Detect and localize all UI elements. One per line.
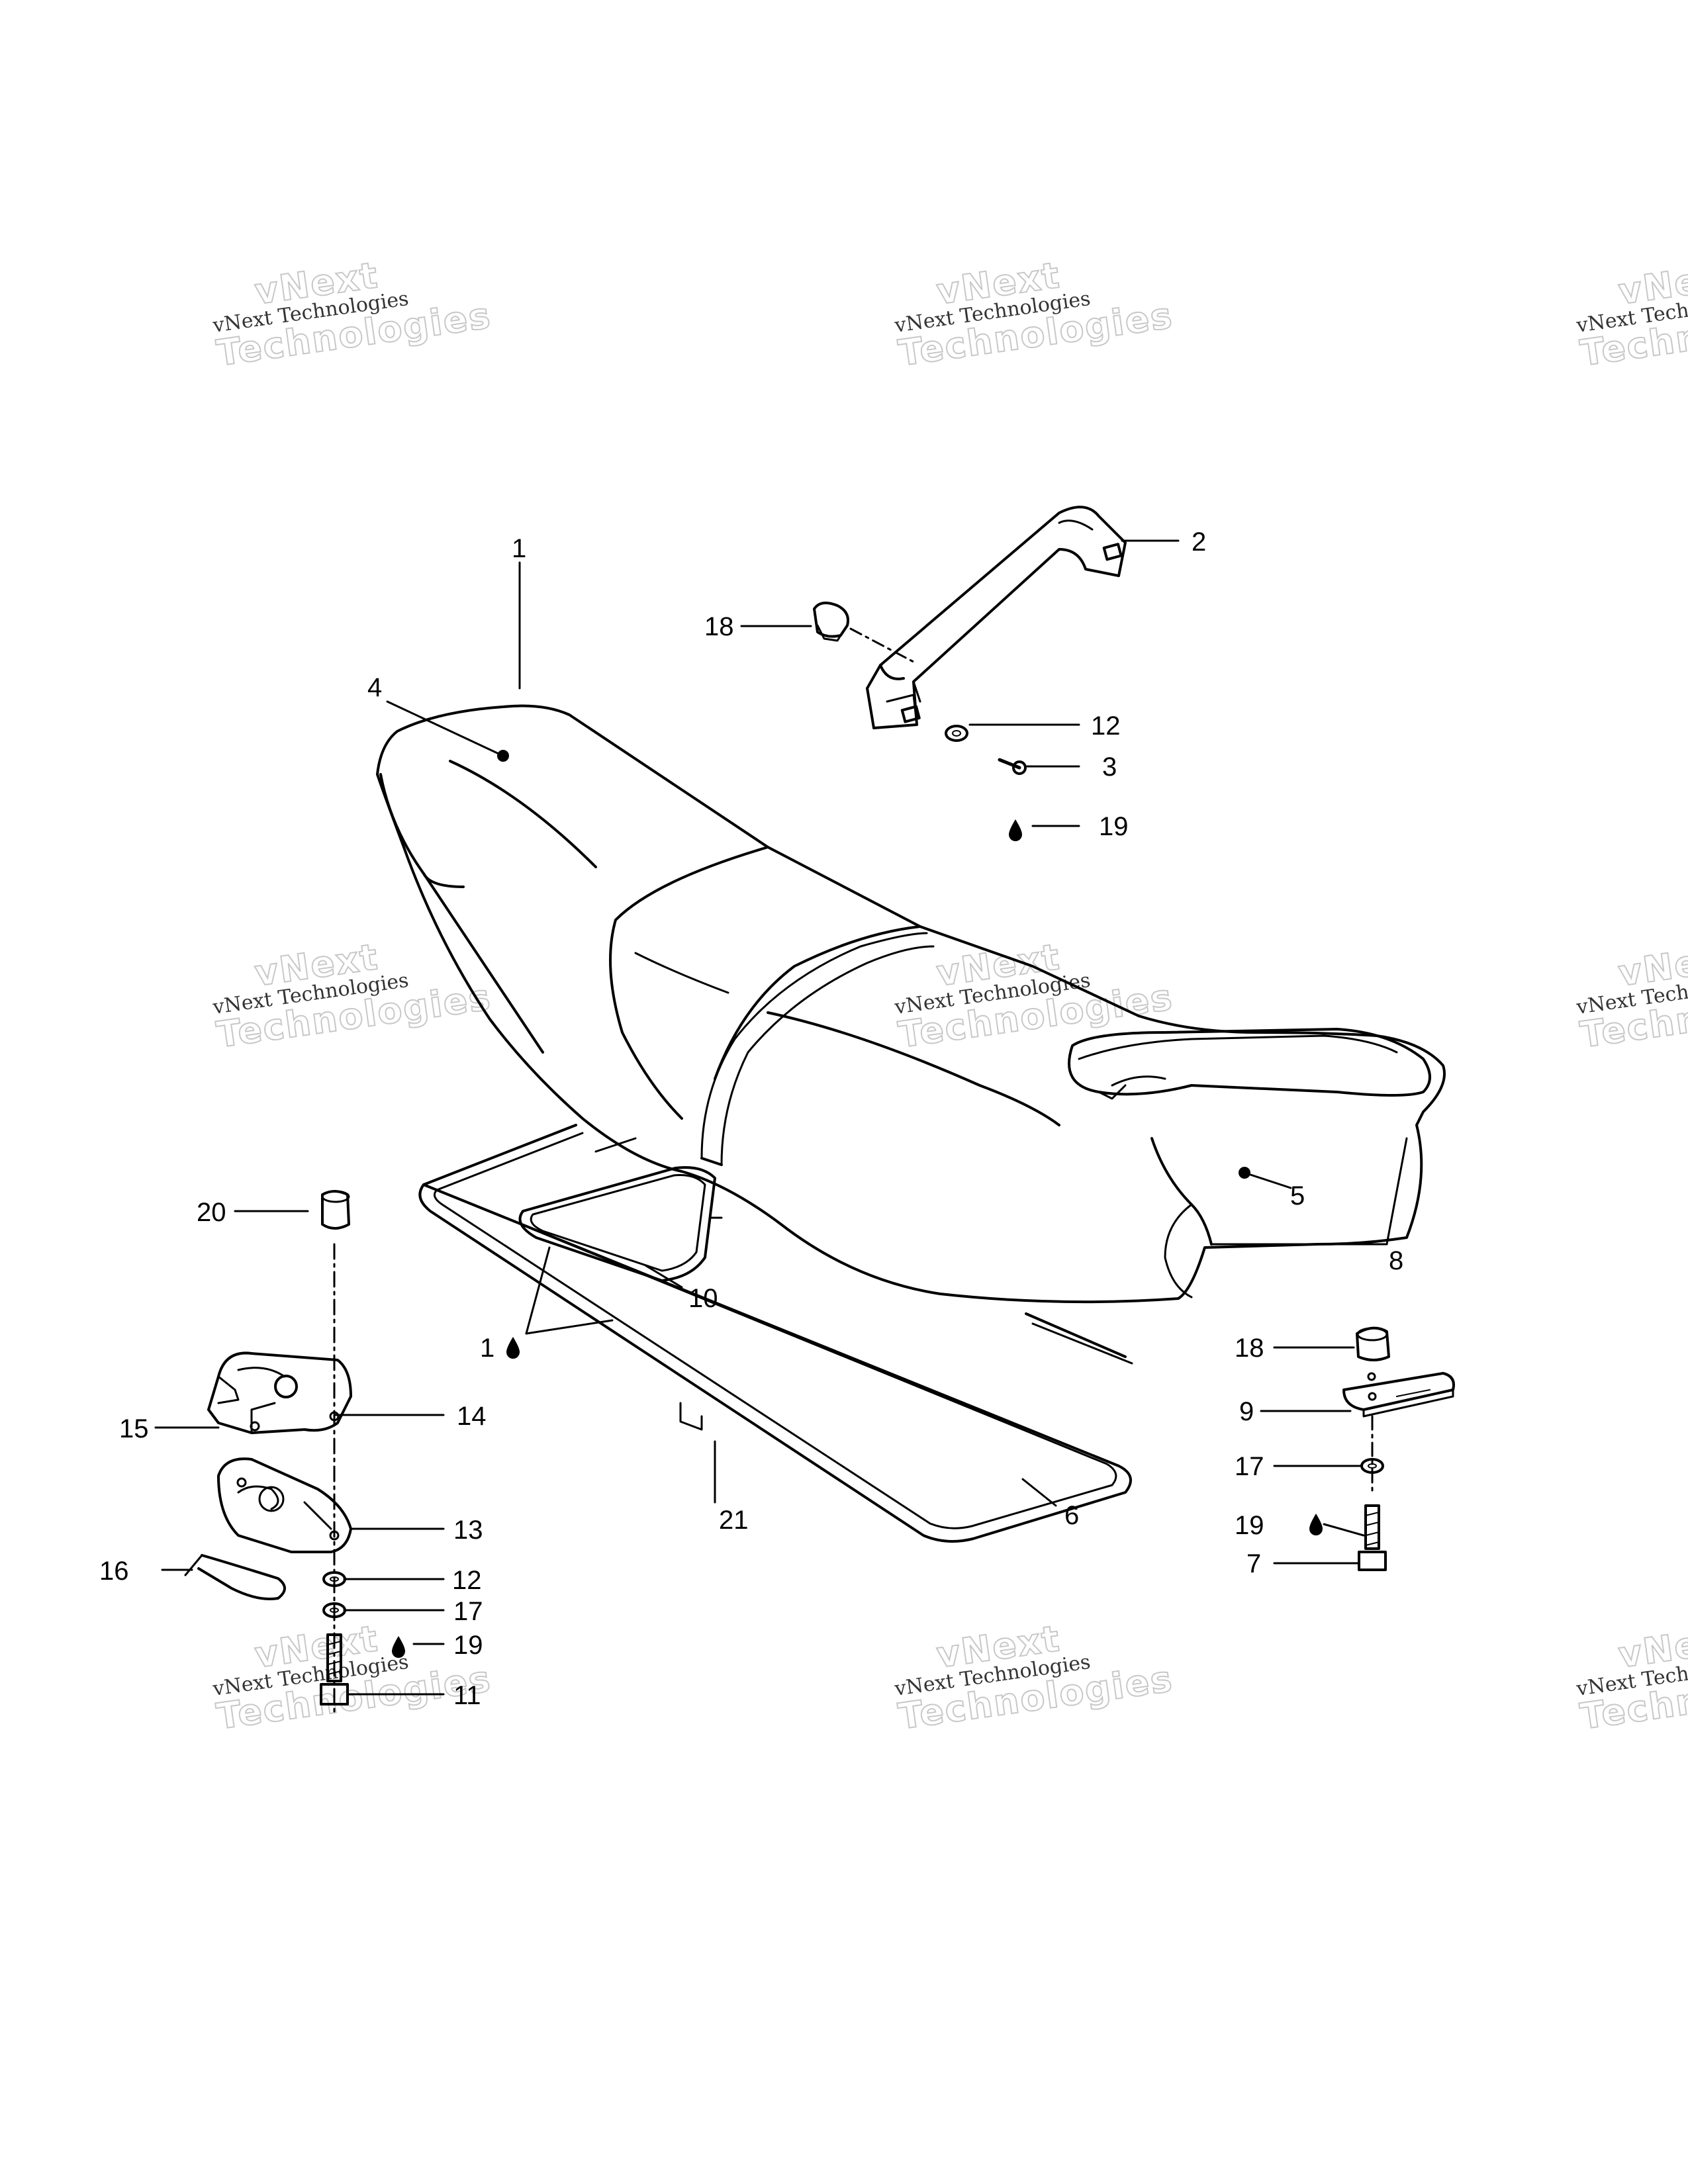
callout-10: 10 (688, 1284, 718, 1313)
drop-icon (1009, 819, 1022, 841)
latch-base (217, 1457, 352, 1553)
callout-11: 11 (453, 1681, 481, 1710)
latch-plate (1342, 1372, 1455, 1418)
callout-8: 8 (1389, 1246, 1403, 1275)
callout-17-left: 17 (453, 1597, 483, 1626)
callout-15: 15 (119, 1414, 149, 1443)
latch-cover (207, 1351, 352, 1434)
callout-18-top: 18 (704, 612, 734, 641)
callout-19-top: 19 (1099, 812, 1129, 841)
callout-12-top: 12 (1091, 711, 1121, 741)
callout-7: 7 (1246, 1549, 1261, 1578)
callout-19-left: 19 (453, 1631, 483, 1660)
screw-top (998, 758, 1027, 775)
callout-20: 20 (197, 1198, 226, 1227)
adhesive-drop-icons (392, 819, 1323, 1658)
callout-21: 21 (719, 1506, 749, 1535)
callout-13: 13 (453, 1516, 483, 1545)
drop-icon (392, 1636, 405, 1658)
callout-6: 6 (1064, 1501, 1079, 1530)
leader-lines (154, 539, 1408, 1696)
callout-14: 14 (457, 1402, 487, 1431)
grab-handle (866, 506, 1127, 729)
callout-4: 4 (367, 673, 382, 702)
bolt-right (1358, 1504, 1387, 1571)
callout-19-right: 19 (1235, 1511, 1264, 1540)
callout-17-right: 17 (1235, 1452, 1264, 1481)
drop-icon (506, 1337, 520, 1359)
bolt-left (320, 1633, 349, 1706)
callout-3: 3 (1102, 752, 1117, 782)
callout-1-top: 1 (512, 534, 526, 563)
callout-12-lower: 12 (452, 1566, 482, 1595)
callout-labels: 1 2 18 4 12 3 19 5 8 10 1 21 6 20 14 15 … (99, 527, 1403, 1710)
callout-2: 2 (1192, 527, 1206, 557)
cap-20 (321, 1190, 350, 1230)
seat-assembly (376, 704, 1446, 1304)
callout-9: 9 (1239, 1397, 1254, 1426)
callout-18-right: 18 (1235, 1334, 1264, 1363)
cap-18-right (1356, 1326, 1390, 1361)
cap-top (813, 602, 915, 663)
drop-icon (1309, 1514, 1323, 1535)
washer-top (945, 725, 968, 742)
pin-clip (197, 1554, 286, 1600)
callout-1-lower: 1 (480, 1334, 494, 1363)
callout-16: 16 (99, 1557, 129, 1586)
callout-5: 5 (1290, 1181, 1305, 1210)
lock-washer-right (1360, 1458, 1384, 1474)
leader-dots (497, 750, 1250, 1179)
seat-frame (418, 1124, 1133, 1543)
